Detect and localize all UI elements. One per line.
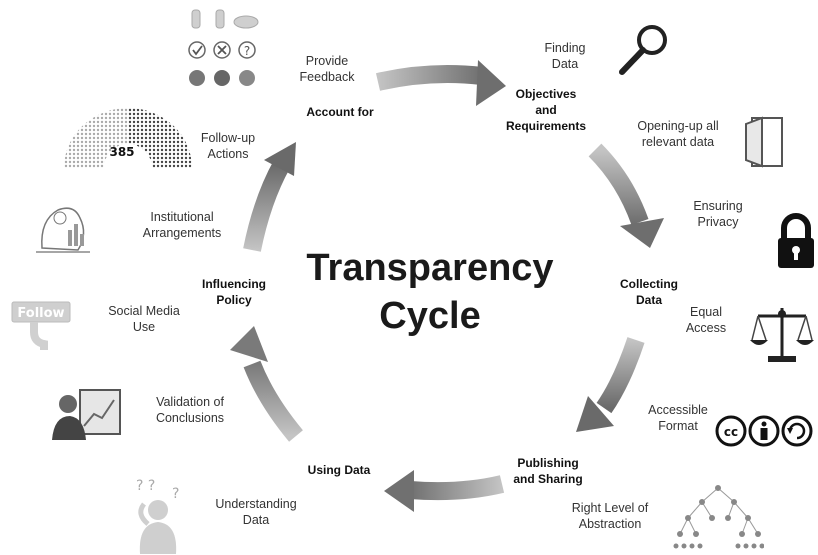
magnifier-icon [619,25,667,75]
step-institutional: Institutional Arrangements [142,210,222,240]
arrowhead-bottom [384,470,414,512]
arrow-objectives-to-collecting [588,143,649,226]
arrowhead-upper-right [620,218,664,248]
padlock-icon [778,213,814,268]
arrowhead-top [476,60,506,106]
step-social-media: Social Media Use [108,304,180,334]
arrowhead-lower-left [230,326,268,362]
step-ensuring-privacy: Ensuring Privacy [693,199,743,229]
tree-icon [673,485,764,549]
follow-sign-icon: Follow [11,301,71,350]
svg-text:?: ? [244,44,250,58]
stage-using-data: Using Data [307,463,371,477]
stage-objectives: Objectives and Requirements [505,87,587,133]
arrow-publishing-to-using [409,475,505,501]
stage-collecting-data: Collecting Data [619,277,678,307]
stage-influencing-policy: Influencing Policy [202,277,266,307]
cartoon-icon [36,207,90,253]
step-validation: Validation of Conclusions [155,395,225,425]
arrow-using-to-influencing [243,360,303,442]
arrow-account-to-objectives [375,65,484,91]
step-provide-feedback: Provide Feedback [299,54,355,84]
thinker-icon: ? ? ? [136,478,179,554]
parliament-icon: 385 [64,108,192,168]
arrow-collecting-to-publishing [596,337,645,414]
feedback-icons: ? [188,9,259,86]
presentation-icon [52,389,121,440]
license-icons: cc [715,415,813,447]
svg-text:?: ? [172,486,179,502]
step-finding-data: Finding Data [544,41,586,71]
scales-icon [750,308,814,362]
parliament-count: 385 [109,145,134,159]
cc-icon: cc [724,425,738,439]
arrowhead-lower-right [576,396,614,432]
svg-text:? ?: ? ? [136,478,155,494]
step-follow-up: Follow-up Actions [200,131,256,161]
svg-text:Follow: Follow [17,306,64,321]
diagram-title: Transparency Cycle [306,247,554,337]
arrow-influencing-to-account [243,159,290,252]
stage-account-for: Account for [306,105,374,119]
step-right-level: Right Level of Abstraction [571,501,649,531]
stage-publishing: Publishing and Sharing [513,456,583,486]
step-understanding-data: Understanding Data [215,497,297,527]
arrowhead-upper-left [264,142,296,176]
step-accessible-format: Accessible Format [648,403,708,433]
step-opening-up: Opening-up all relevant data [637,119,719,149]
door-icon [745,116,783,168]
step-equal-access: Equal Access [685,305,727,335]
